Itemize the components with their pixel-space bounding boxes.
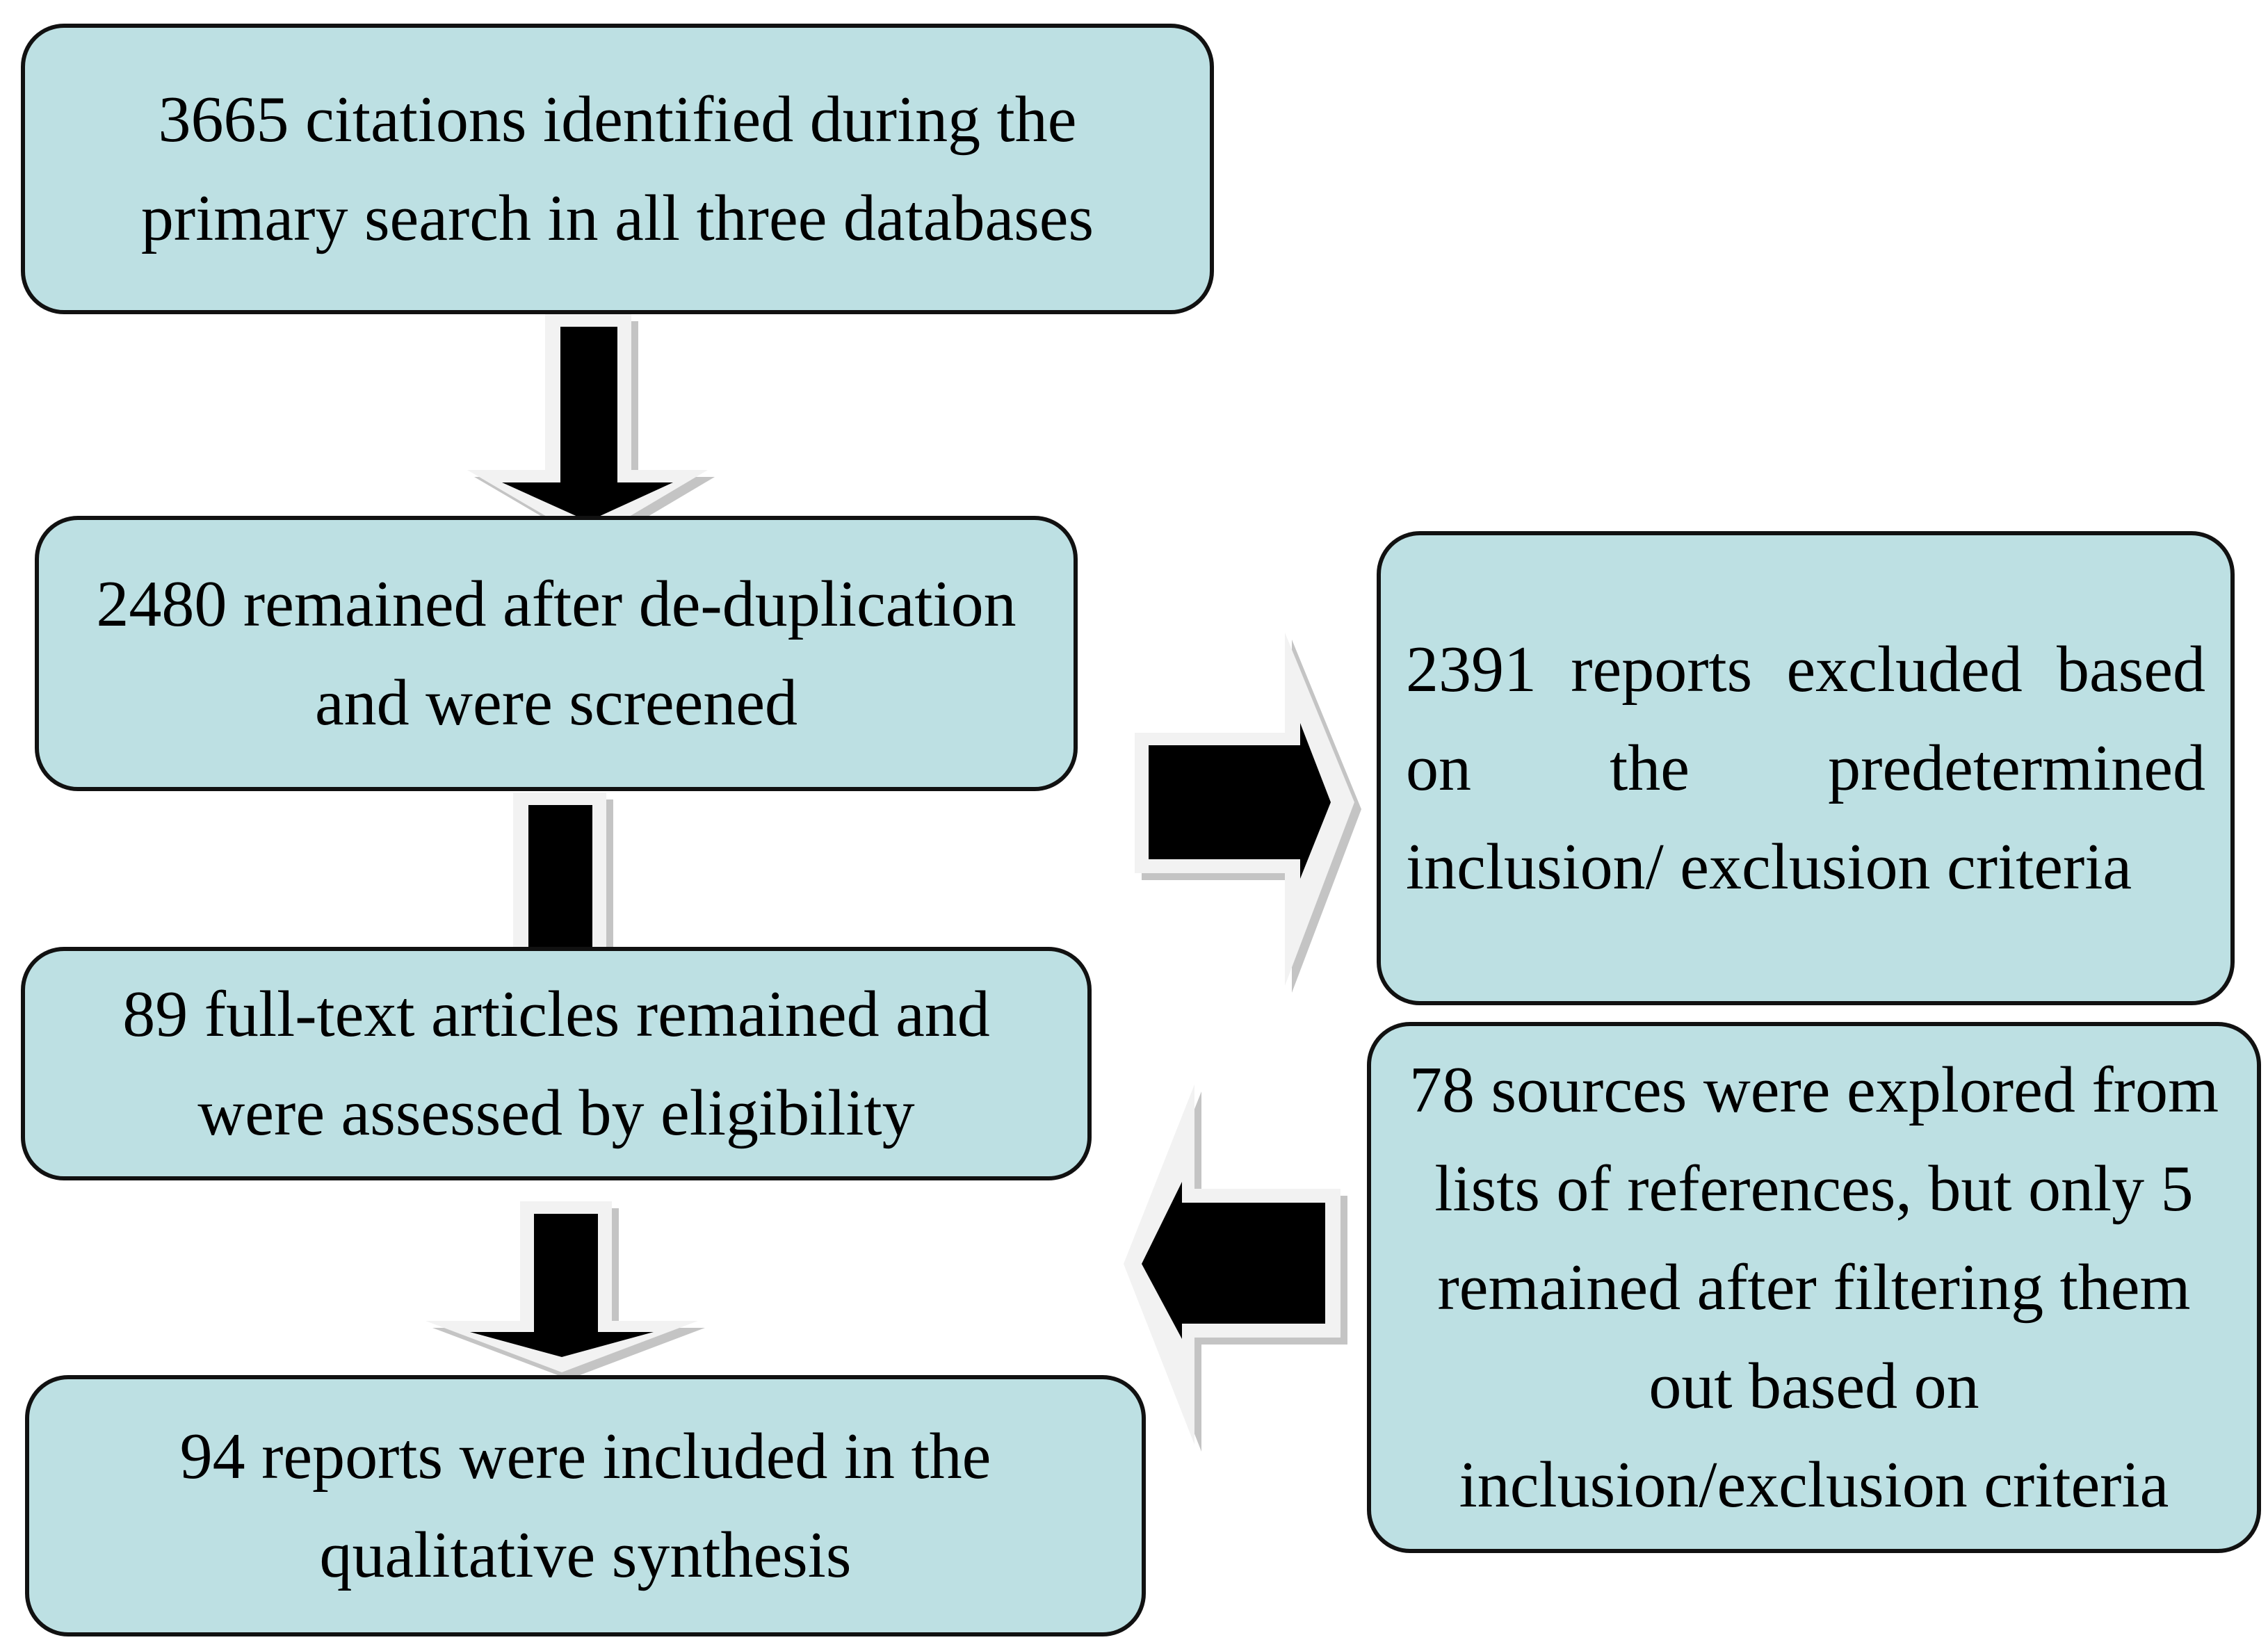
- identification-text: 3665 citations identified during the pri…: [140, 83, 1094, 254]
- screening-box: 2480 remained after de-duplication and w…: [35, 516, 1078, 791]
- screening-text: 2480 remained after de-duplication and w…: [96, 568, 1016, 739]
- included-box: 94 reports were included in the qualitat…: [25, 1375, 1146, 1636]
- left-arrow: [1124, 1085, 1347, 1452]
- down-arrow-1: [467, 314, 715, 548]
- excluded-box: 2391 reports excluded based on the prede…: [1377, 531, 2235, 1005]
- eligibility-text: 89 full-text articles remained and were …: [122, 978, 990, 1149]
- right-arrow: [1135, 633, 1361, 993]
- down-arrow-3: [426, 1201, 705, 1379]
- additional-sources-box: 78 sources were explored from lists of r…: [1367, 1022, 2261, 1553]
- identification-box: 3665 citations identified during the pri…: [21, 24, 1214, 314]
- eligibility-box: 89 full-text articles remained and were …: [21, 947, 1092, 1180]
- included-text: 94 reports were included in the qualitat…: [179, 1420, 991, 1591]
- additional-sources-text: 78 sources were explored from lists of r…: [1409, 1054, 2219, 1521]
- excluded-text: 2391 reports excluded based on the prede…: [1406, 633, 2205, 903]
